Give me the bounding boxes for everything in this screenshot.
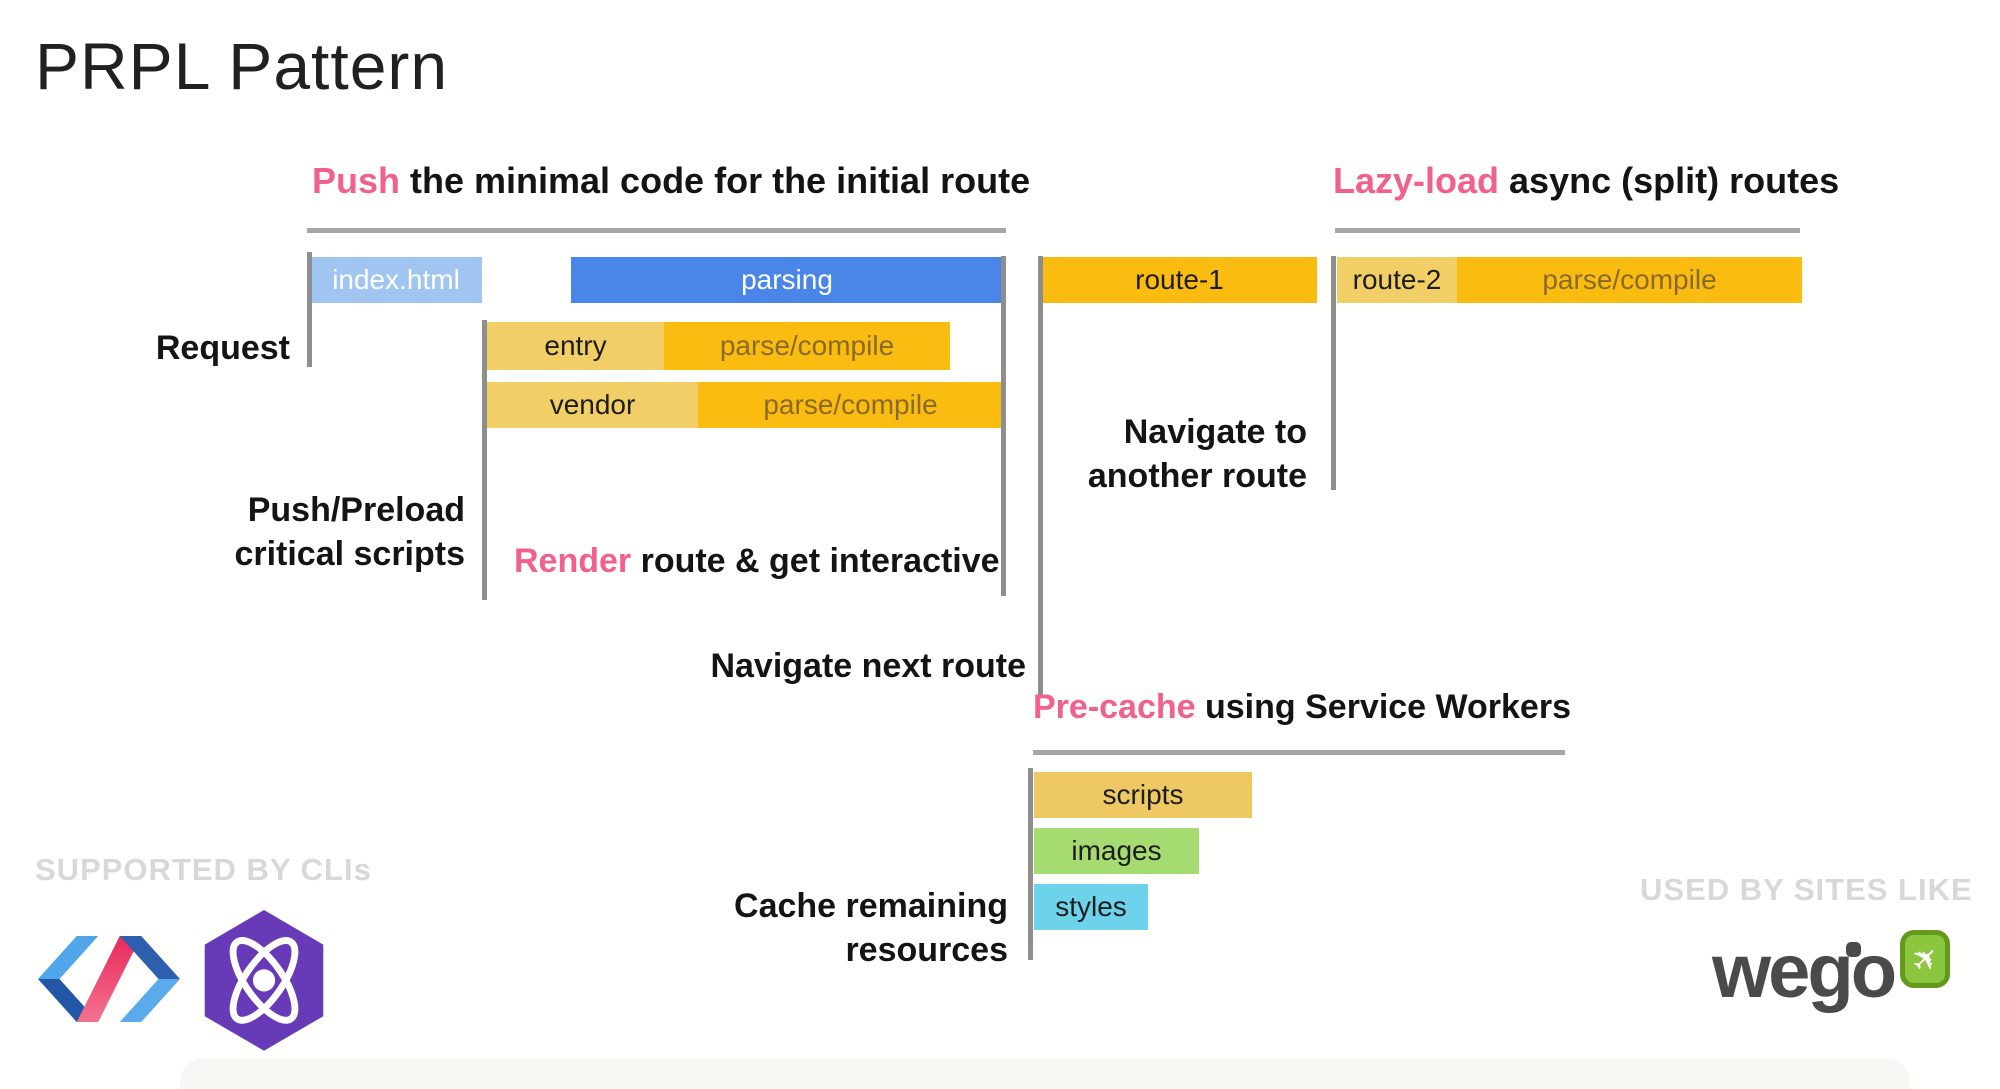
push-heading-rest: the minimal code for the initial route <box>400 160 1031 201</box>
navigate-another-label-line1: Navigate to <box>1123 413 1307 451</box>
pre-cache-heading-underline <box>1033 750 1565 755</box>
push-preload-tick-line <box>482 320 487 600</box>
render-tick-line <box>1001 256 1006 596</box>
push-heading-underline <box>307 228 1006 233</box>
supported-by-clis-label: SUPPORTED BY CLIs <box>35 852 372 887</box>
push-preload-label: Push/Preload critical scripts <box>190 488 465 576</box>
cache-remaining-label-line2: resources <box>845 931 1008 969</box>
push-heading-highlight: Push <box>312 160 401 201</box>
push-preload-label-line2: critical scripts <box>234 535 465 573</box>
pre-cache-heading-highlight: Pre-cache <box>1033 688 1196 726</box>
navigate-another-label: Navigate to another route <box>1060 410 1307 498</box>
lazy-load-heading-rest: async (split) routes <box>1499 160 1840 201</box>
bar-index-html: index.html <box>310 257 482 303</box>
render-heading-rest: route & get interactive <box>631 542 1000 580</box>
bar-vendor-parse-compile: parse/compile <box>698 382 1003 428</box>
bar-route-2: route-2 <box>1337 257 1457 303</box>
bar-styles: styles <box>1034 884 1148 930</box>
lazy-load-heading-highlight: Lazy-load <box>1333 160 1500 201</box>
navigate-another-tick-line <box>1331 256 1336 490</box>
navigate-next-label: Navigate next route <box>710 647 1026 685</box>
cache-remaining-label: Cache remaining resources <box>708 884 1008 972</box>
page-title: PRPL Pattern <box>35 29 449 103</box>
wego-airplane-icon: ✈ <box>1900 930 1950 988</box>
bar-route-2-parse-compile: parse/compile <box>1457 257 1802 303</box>
bar-parsing: parsing <box>571 257 1003 303</box>
bottom-shadow-band <box>180 1058 1910 1089</box>
push-heading: Push the minimal code for the initial ro… <box>312 160 1030 202</box>
used-by-sites-label: USED BY SITES LIKE <box>1640 872 1973 907</box>
push-preload-label-line1: Push/Preload <box>247 491 465 529</box>
pre-cache-heading: Pre-cache using Service Workers <box>1033 688 1571 727</box>
render-heading-highlight: Render <box>514 542 632 580</box>
bar-entry: entry <box>487 322 664 370</box>
bar-images: images <box>1034 828 1199 874</box>
bar-route-1: route-1 <box>1042 257 1317 303</box>
bar-scripts: scripts <box>1034 772 1252 818</box>
render-heading: Render route & get interactive <box>514 542 1000 581</box>
bar-entry-parse-compile: parse/compile <box>664 322 950 370</box>
wego-logo-dot <box>1846 942 1861 957</box>
cache-tick-line <box>1028 768 1033 960</box>
lazy-load-heading: Lazy-load async (split) routes <box>1333 160 1839 202</box>
navigate-another-label-line2: another route <box>1087 457 1307 495</box>
preact-logo-icon <box>196 910 332 1052</box>
request-tick-line <box>307 252 312 367</box>
wego-logo: wego <box>1712 929 1897 1014</box>
request-label: Request <box>155 329 290 367</box>
cache-remaining-label-line1: Cache remaining <box>734 887 1008 925</box>
bar-vendor: vendor <box>487 382 698 428</box>
navigate-next-tick-line <box>1038 256 1043 696</box>
lazy-load-heading-underline <box>1335 228 1800 233</box>
pre-cache-heading-rest: using Service Workers <box>1195 688 1571 726</box>
polymer-logo-icon <box>38 928 180 1030</box>
